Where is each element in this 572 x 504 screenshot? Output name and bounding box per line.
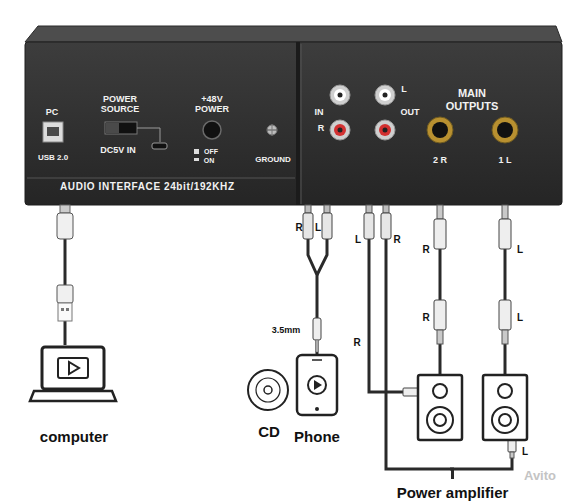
port-label: OUT <box>401 107 420 117</box>
port-label: 1 L <box>498 155 511 165</box>
mini-jack-plug <box>313 318 321 352</box>
device-name: Phone <box>294 428 340 445</box>
speakers <box>418 375 527 440</box>
port-label: IN <box>315 107 324 117</box>
panel-label: PC <box>46 107 59 117</box>
channel-label: R <box>353 337 360 349</box>
channel-label: L <box>315 222 321 234</box>
watermark: Avito <box>524 469 556 484</box>
channel-label: L <box>517 312 523 324</box>
usb-a-plug <box>57 285 73 321</box>
power-amplifier: Power amplifier <box>380 479 525 501</box>
panel-caption: AUDIO INTERFACE 24bit/192KHZ <box>60 181 235 193</box>
port-label: 2 R <box>433 155 447 165</box>
panel-label: ON <box>204 157 215 165</box>
audio-interface-panel: AUDIO INTERFACE 24bit/192KHZ <box>25 42 562 205</box>
panel-label: GROUND <box>255 155 291 164</box>
phantom-button <box>194 121 221 161</box>
jack-plugs <box>403 205 516 458</box>
panel-label: USB 2.0 <box>38 153 68 162</box>
rca-plugs <box>303 205 391 239</box>
channel-label: L <box>355 234 361 246</box>
cd-icon <box>248 370 288 410</box>
ground-screw <box>266 124 278 136</box>
laptop-icon <box>30 347 116 401</box>
channel-label: L <box>517 244 523 256</box>
main-output-jacks <box>427 117 518 143</box>
panel-label: POWER SOURCE <box>90 94 150 115</box>
panel-label: MAIN OUTPUTS <box>442 87 502 112</box>
panel-label: +48V POWER <box>190 94 235 115</box>
channel-label: R <box>422 312 429 324</box>
cd-device: CD <box>246 368 292 440</box>
panel-label: DC5V IN <box>100 145 136 155</box>
device-name: Power amplifier <box>397 484 509 501</box>
plug-size-label: 3.5mm <box>272 325 301 335</box>
phone-icon <box>297 355 337 415</box>
rca-jacks <box>330 85 395 140</box>
computer-device: computer <box>28 345 120 445</box>
channel-label: R <box>393 234 400 246</box>
channel-label: R <box>422 244 429 256</box>
device-name: computer <box>40 428 108 445</box>
port-label: R <box>318 123 325 133</box>
interface-housing <box>25 26 562 205</box>
usb-port <box>43 122 63 142</box>
port-label: L <box>401 84 407 94</box>
usb-b-plug <box>57 205 73 239</box>
device-name: CD <box>258 423 280 440</box>
channel-label: R <box>295 222 302 234</box>
channel-label: L <box>522 446 528 458</box>
panel-label: OFF <box>204 148 218 156</box>
phone-device: Phone <box>291 355 343 445</box>
